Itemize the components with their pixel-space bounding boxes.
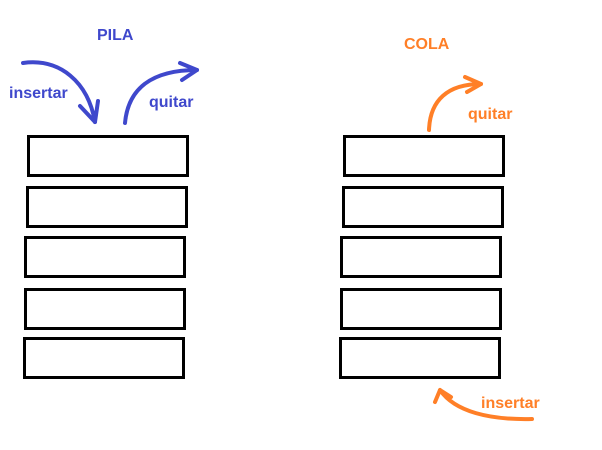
queue-slot xyxy=(339,337,501,379)
queue-insert-label: insertar xyxy=(481,395,540,412)
stack-remove-arrow-icon xyxy=(123,61,199,125)
stack-slot xyxy=(24,288,186,330)
queue-remove-label: quitar xyxy=(468,106,513,123)
stack-slot xyxy=(24,236,186,278)
queue-slot xyxy=(340,288,502,330)
queue-slot xyxy=(343,135,505,177)
queue-insert-arrow-icon xyxy=(433,388,534,422)
stack-slot xyxy=(27,135,189,177)
stack-insert-arrow-icon xyxy=(21,60,100,124)
stack-remove-label: quitar xyxy=(149,94,194,111)
stack-insert-label: insertar xyxy=(9,85,68,102)
stack-slot xyxy=(23,337,185,379)
stack-slot xyxy=(26,186,188,228)
queue-slot xyxy=(340,236,502,278)
queue-title: COLA xyxy=(404,36,450,53)
stack-title: PILA xyxy=(97,27,134,44)
queue-slot xyxy=(342,186,504,228)
queue-remove-arrow-icon xyxy=(427,75,483,132)
